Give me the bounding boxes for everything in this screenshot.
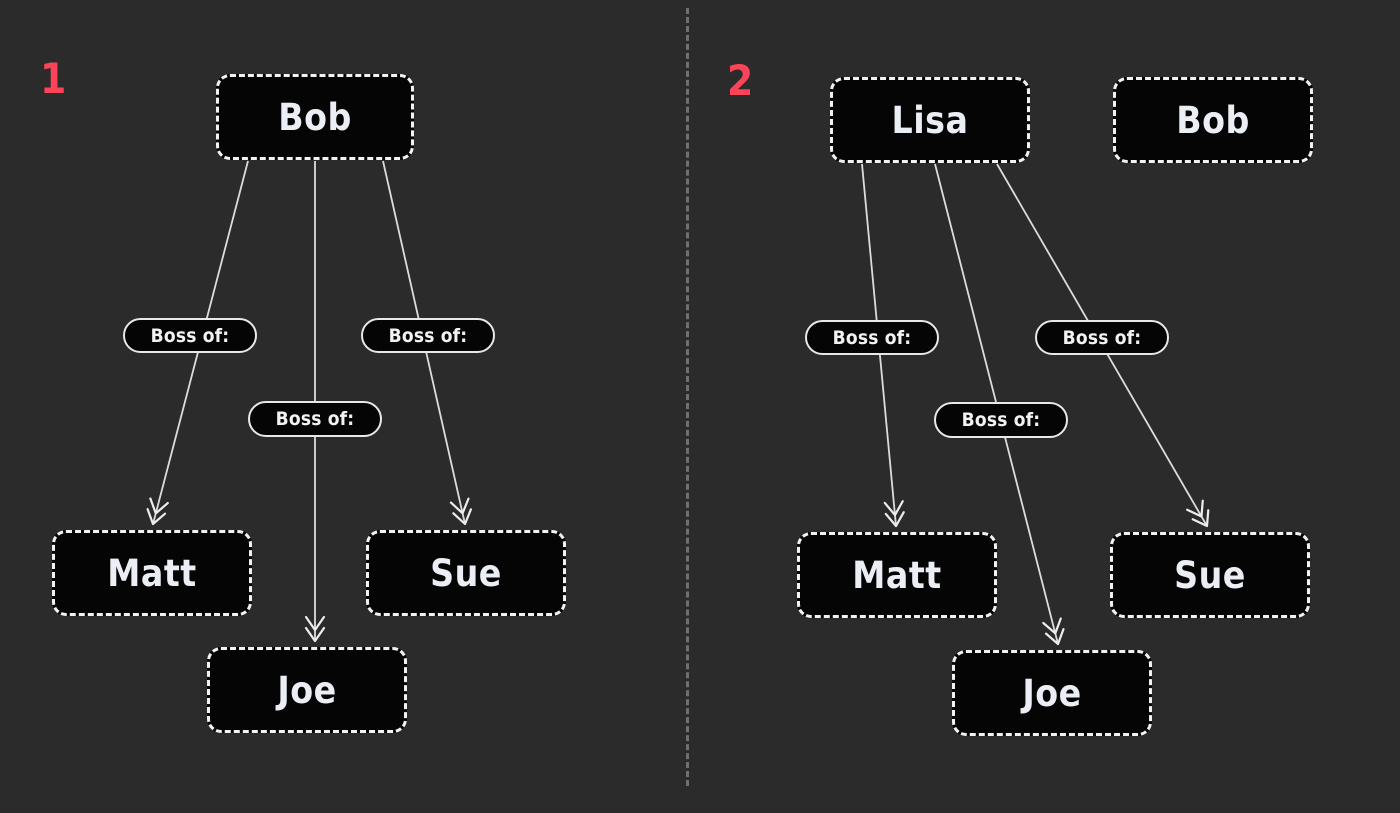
arrowhead-icon: [1042, 617, 1065, 646]
arrowhead-icon: [146, 497, 169, 526]
entity-node-joe[interactable]: Joe: [207, 647, 407, 733]
arrowhead-icon: [1186, 499, 1210, 528]
entity-node-matt[interactable]: Matt: [797, 532, 997, 618]
edge-label-boss-of[interactable]: Boss of:: [248, 401, 382, 437]
panel-divider: [686, 8, 689, 786]
entity-node-bob[interactable]: Bob: [216, 74, 414, 160]
entity-node-matt[interactable]: Matt: [52, 530, 252, 616]
arrowhead-icon: [883, 500, 905, 528]
entity-node-bob[interactable]: Bob: [1113, 77, 1313, 163]
entity-node-lisa[interactable]: Lisa: [830, 77, 1030, 163]
edge-label-boss-of[interactable]: Boss of:: [934, 402, 1068, 438]
panel-number-2: 2: [727, 56, 753, 105]
entity-node-sue[interactable]: Sue: [366, 530, 566, 616]
arrowhead-icon: [449, 497, 473, 526]
edge-label-boss-of[interactable]: Boss of:: [123, 318, 257, 353]
edge-label-boss-of[interactable]: Boss of:: [361, 318, 495, 353]
arrowhead-icon: [304, 615, 326, 643]
entity-node-sue[interactable]: Sue: [1110, 532, 1310, 618]
entity-node-joe[interactable]: Joe: [952, 650, 1152, 736]
edge-label-boss-of[interactable]: Boss of:: [805, 320, 939, 355]
panel-number-1: 1: [40, 54, 66, 103]
edge-label-boss-of[interactable]: Boss of:: [1035, 320, 1169, 355]
